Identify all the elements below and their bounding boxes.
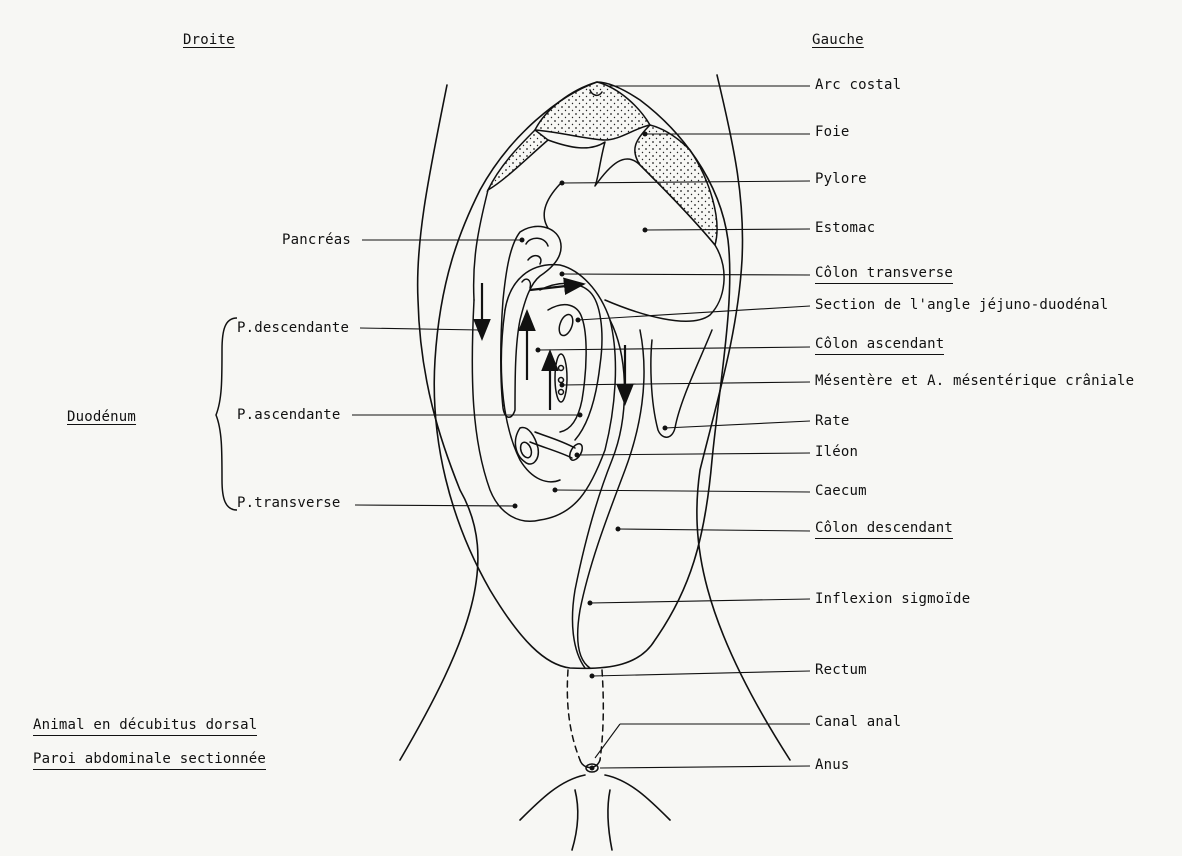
note-decubitus: Animal en décubitus dorsal xyxy=(33,716,257,736)
label-foie: Foie xyxy=(815,123,850,141)
label-rectum: Rectum xyxy=(815,661,867,679)
label-inflexion-sigmoide: Inflexion sigmoïde xyxy=(815,590,970,608)
label-p-descendante: P.descendante xyxy=(237,319,349,337)
label-arc-costal: Arc costal xyxy=(815,76,901,94)
label-p-transverse: P.transverse xyxy=(237,494,341,512)
label-estomac: Estomac xyxy=(815,219,875,237)
label-pancreas: Pancréas xyxy=(282,231,351,249)
label-ileon: Iléon xyxy=(815,443,858,461)
label-colon-descendant: Côlon descendant xyxy=(815,519,953,539)
label-colon-transverse: Côlon transverse xyxy=(815,264,953,284)
label-p-ascendante: P.ascendante xyxy=(237,406,341,424)
colon-outer-loop xyxy=(472,265,615,522)
label-pylore: Pylore xyxy=(815,170,867,188)
note-paroi: Paroi abdominale sectionnée xyxy=(33,750,266,770)
liver-left-lobe xyxy=(488,130,548,190)
label-gauche: Gauche xyxy=(812,31,864,49)
body-wall-left xyxy=(400,85,478,760)
label-duodenum: Duodénum xyxy=(67,408,136,426)
label-rate: Rate xyxy=(815,412,850,430)
label-colon-ascendant: Côlon ascendant xyxy=(815,335,944,355)
pelvis-left xyxy=(520,775,585,820)
liver-cranial xyxy=(535,82,650,140)
body-wall-right xyxy=(697,75,790,760)
label-caecum: Caecum xyxy=(815,482,867,500)
rectum-left xyxy=(567,670,580,760)
colon-descendant xyxy=(578,330,644,668)
label-anus: Anus xyxy=(815,756,850,774)
liver-right-lobe xyxy=(635,125,717,245)
label-mesentere: Mésentère et A. mésentérique crâniale xyxy=(815,372,1134,390)
label-droite: Droite xyxy=(183,31,235,49)
pylorus xyxy=(544,184,560,228)
label-canal-anal: Canal anal xyxy=(815,713,901,731)
pancreas xyxy=(501,226,561,417)
jejuno-duodenal-section xyxy=(557,313,576,338)
label-section-angle: Section de l'angle jéjuno-duodénal xyxy=(815,296,1108,314)
pelvis-right xyxy=(605,775,670,820)
